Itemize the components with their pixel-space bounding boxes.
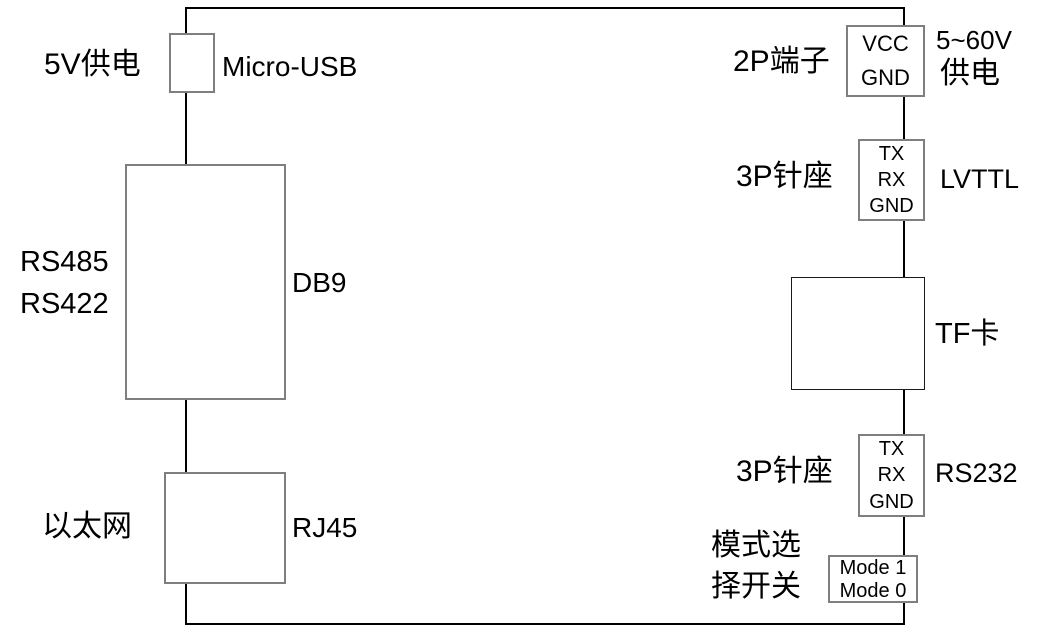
- rs232-header-box: TX RX GND: [858, 434, 925, 517]
- lvttl-pin-gnd: GND: [869, 195, 914, 217]
- label-tf-card: TF卡: [935, 318, 1000, 350]
- wire-top: [185, 7, 905, 9]
- label-ethernet: 以太网: [42, 510, 132, 543]
- wire-rj45-to-bottom: [185, 582, 187, 625]
- label-micro-usb: Micro-USB: [222, 51, 358, 82]
- micro-usb-connector-box: [169, 33, 215, 93]
- mode-switch-option-1: Mode 1: [839, 556, 907, 579]
- label-mode-select-line1: 模式选: [711, 529, 801, 562]
- lvttl-header-box: TX RX GND: [858, 139, 925, 221]
- label-rj45: RJ45: [292, 512, 358, 543]
- wire-left-to-microusb: [185, 7, 187, 35]
- wire-db9-to-rj45: [185, 398, 187, 474]
- power-terminal-box: VCC GND: [846, 25, 925, 97]
- wire-right-to-terminal: [903, 7, 905, 27]
- tf-card-box: [791, 277, 925, 390]
- label-5v-power: 5V供电: [44, 48, 141, 81]
- wire-bottom: [185, 623, 905, 625]
- rj45-connector-box: [164, 472, 286, 584]
- label-5-60v: 5~60V: [936, 25, 1012, 55]
- mode-switch-box: Mode 1 Mode 0: [828, 555, 918, 603]
- label-db9: DB9: [292, 267, 347, 298]
- db9-connector-box: [125, 164, 286, 400]
- power-terminal-pin-gnd: GND: [861, 65, 910, 90]
- label-rs422: RS422: [20, 288, 109, 320]
- label-rs232: RS232: [935, 458, 1018, 488]
- lvttl-pin-tx: TX: [878, 143, 905, 165]
- rs232-pin-tx: TX: [878, 438, 905, 461]
- power-terminal-pin-vcc: VCC: [862, 31, 909, 56]
- rs232-pin-rx: RX: [877, 464, 906, 487]
- lvttl-pin-rx: RX: [877, 169, 906, 191]
- wire-terminal-to-lvttl: [903, 95, 905, 141]
- mode-switch-option-0: Mode 0: [839, 579, 907, 602]
- label-power-supply: 供电: [940, 57, 1000, 90]
- wire-tf-to-rs232: [903, 388, 905, 436]
- label-3p-header-rs232: 3P针座: [736, 455, 833, 488]
- wire-microusb-to-db9: [185, 91, 187, 166]
- label-rs485: RS485: [20, 246, 109, 278]
- label-lvttl: LVTTL: [940, 164, 1020, 194]
- wire-lvttl-to-tf: [903, 219, 905, 279]
- label-2p-terminal: 2P端子: [733, 45, 830, 78]
- wire-rs232-to-mode: [903, 515, 905, 557]
- rs232-pin-gnd: GND: [869, 490, 914, 513]
- label-mode-select-line2: 择开关: [711, 570, 801, 603]
- wire-mode-to-bottom: [903, 600, 905, 625]
- label-3p-header-lvttl: 3P针座: [736, 160, 833, 193]
